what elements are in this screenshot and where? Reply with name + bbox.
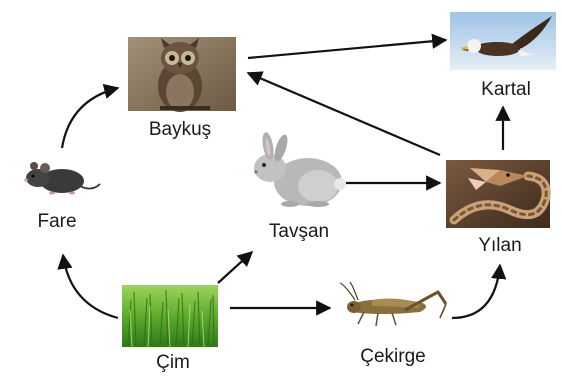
label-cim: Çim	[156, 352, 190, 373]
grasshopper-icon	[339, 281, 448, 327]
arrow-baykus-to-kartal	[247, 33, 448, 60]
arrow-cekirge-to-yilan	[451, 263, 507, 320]
rabbit-icon	[254, 132, 346, 207]
mouse-icon	[24, 162, 101, 195]
arrow-fare-to-baykus	[60, 83, 120, 149]
label-fare: Fare	[37, 211, 77, 232]
label-baykus: Baykuş	[148, 119, 212, 140]
arrow-cim-to-tavsan	[217, 250, 254, 284]
label-cekirge: Çekirge	[360, 346, 426, 367]
grass-icon	[122, 285, 218, 348]
eagle-icon	[450, 12, 556, 70]
snake-icon	[446, 160, 551, 228]
owl-icon	[128, 37, 236, 112]
arrow-cim-to-fare	[57, 253, 119, 320]
label-tavsan: Tavşan	[268, 221, 330, 242]
label-kartal: Kartal	[481, 79, 531, 100]
label-yilan: Yılan	[478, 235, 522, 256]
arrows-group	[57, 33, 511, 320]
arrow-yilan-to-baykus	[246, 71, 441, 157]
